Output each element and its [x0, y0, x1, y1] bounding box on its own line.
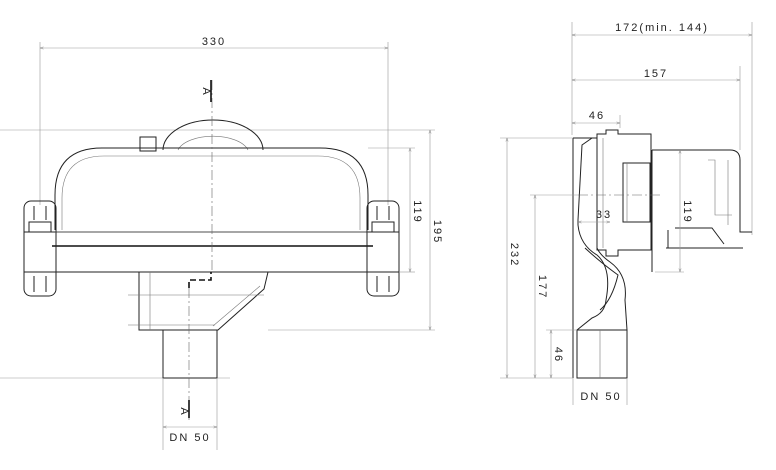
total-height-dimension: 195 — [431, 220, 443, 244]
upper-height-dimension: 119 — [411, 200, 423, 224]
housing-height-dimension: 119 — [681, 200, 693, 224]
section-mark-bottom: A — [178, 407, 190, 416]
side-view: 172(min. 144) 157 46 33 119 232 17 — [500, 22, 753, 405]
pipe-diameter-dimension: DN 50 — [169, 432, 210, 444]
right-clip — [366, 200, 400, 297]
mid-height-dimension: 177 — [536, 275, 548, 299]
width-dimension: 330 — [202, 36, 226, 48]
side-pipe-diameter-dimension: DN 50 — [580, 391, 621, 403]
wall-dimension: 46 — [589, 110, 605, 122]
total-height-dimension-side: 232 — [508, 243, 520, 267]
pipe-height-dimension: 46 — [552, 347, 564, 363]
section-mark-top: A — [200, 87, 212, 96]
inner-dimension: 33 — [596, 209, 612, 221]
total-depth-dimension: 172(min. 144) — [615, 22, 709, 34]
left-clip — [23, 200, 57, 297]
depth-dimension: 157 — [644, 68, 668, 80]
front-view: 330 A A — [0, 36, 443, 450]
